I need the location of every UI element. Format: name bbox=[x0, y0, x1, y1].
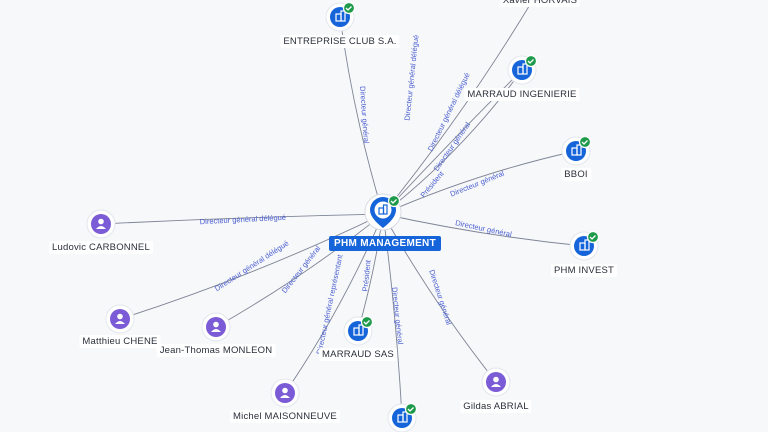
edge-label: Président bbox=[418, 169, 446, 200]
company-node[interactable] bbox=[325, 1, 356, 32]
company-node[interactable] bbox=[507, 54, 538, 85]
person-node[interactable] bbox=[481, 367, 511, 397]
relationship-edge bbox=[382, 69, 523, 215]
check-icon bbox=[524, 54, 538, 68]
edge-label: Directeur général bbox=[449, 169, 506, 199]
company-label[interactable]: ENTREPRISE CLUB S.A. bbox=[280, 35, 400, 48]
relationship-edge bbox=[382, 0, 534, 215]
person-label[interactable]: Michel MAISONNEUVE bbox=[230, 410, 340, 423]
company-node[interactable] bbox=[561, 135, 592, 166]
person-node[interactable] bbox=[86, 209, 116, 239]
person-icon bbox=[115, 313, 125, 324]
person-node[interactable] bbox=[105, 304, 135, 334]
company-label[interactable]: BBOI bbox=[561, 168, 591, 181]
person-label[interactable]: Matthieu CHENE bbox=[79, 335, 161, 348]
building-icon bbox=[378, 204, 388, 215]
check-icon bbox=[404, 402, 418, 416]
relationship-edge bbox=[382, 150, 577, 215]
person-icon bbox=[211, 321, 221, 332]
person-icon bbox=[96, 218, 106, 229]
person-icon bbox=[280, 387, 290, 398]
edge-label: Directeur général bbox=[358, 86, 371, 144]
edge-label: Directeur général bbox=[427, 268, 453, 326]
center-node[interactable] bbox=[364, 193, 402, 231]
edge-label: Directeur général représentant bbox=[315, 253, 345, 355]
company-node[interactable] bbox=[387, 402, 418, 432]
building-icon bbox=[579, 239, 590, 251]
check-icon bbox=[387, 194, 401, 208]
nodes bbox=[86, 0, 600, 432]
relationship-edge bbox=[100, 213, 384, 225]
edge-label: Directeur général bbox=[454, 218, 512, 239]
company-node[interactable] bbox=[569, 230, 600, 261]
check-icon bbox=[586, 230, 600, 244]
edge-label: Directeur général délégué bbox=[213, 239, 290, 294]
person-node[interactable] bbox=[201, 312, 231, 342]
relationship-edge bbox=[382, 213, 497, 383]
company-label[interactable]: MARRAUD SAS bbox=[319, 348, 397, 361]
edge-label: Directeur général délégué bbox=[426, 71, 472, 153]
building-icon bbox=[397, 411, 408, 423]
company-label[interactable]: Xavier HORVAIS bbox=[499, 0, 581, 7]
person-node[interactable] bbox=[270, 378, 300, 408]
person-label[interactable]: Jean-Thomas MONLEON bbox=[156, 344, 276, 357]
company-node[interactable] bbox=[343, 315, 374, 346]
person-icon bbox=[491, 376, 501, 387]
company-label[interactable]: MARRAUD INGENIERIE bbox=[464, 88, 580, 101]
building-icon bbox=[353, 324, 364, 336]
person-label[interactable]: Gildas ABRIAL bbox=[460, 400, 532, 413]
check-icon bbox=[578, 135, 592, 149]
check-icon bbox=[360, 315, 374, 329]
relationship-edge bbox=[382, 213, 585, 247]
edge-label: Directeur général délégué bbox=[200, 213, 287, 227]
check-icon bbox=[342, 1, 356, 15]
person-label[interactable]: Ludovic CARBONNEL bbox=[49, 241, 153, 254]
edge-label: Directeur général délégué bbox=[403, 34, 421, 121]
relationship-edge bbox=[119, 213, 384, 320]
company-label[interactable]: PHM INVEST bbox=[550, 264, 618, 277]
edge-label: Directeur général bbox=[390, 287, 405, 345]
building-icon bbox=[571, 144, 582, 156]
center-node-label[interactable]: PHM MANAGEMENT bbox=[329, 236, 441, 251]
edge-label: Président bbox=[360, 259, 372, 292]
building-icon bbox=[517, 63, 528, 75]
relationship-edge bbox=[215, 213, 384, 328]
building-icon bbox=[335, 10, 346, 22]
